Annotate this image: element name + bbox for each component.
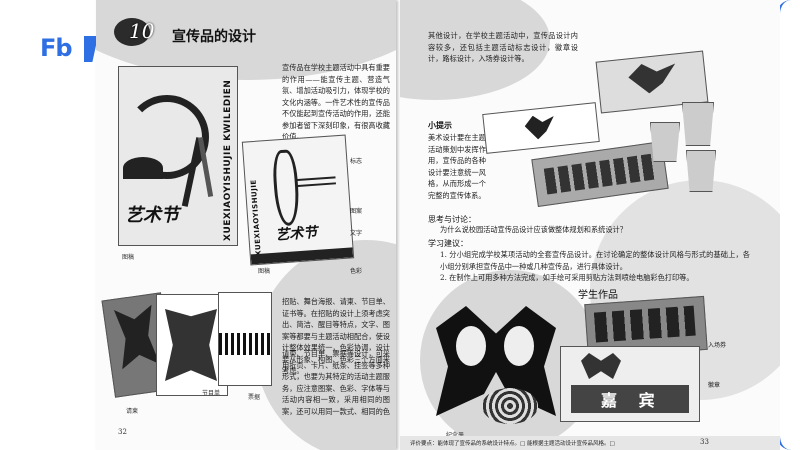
think-heading: 思考与讨论：	[428, 215, 476, 224]
tip-text: 美术设计要在主题活动策划中发挥作用，宣传品的各种设计要注意统一风格，从而形成一个…	[428, 133, 486, 200]
suggestion-1: 1. 分小组完成学校某项活动的全套宣传品设计。在讨论确定的整体设计风格与形式的基…	[440, 250, 750, 271]
ticket-caption: 票据	[248, 394, 261, 401]
student-work-label: 学生作品	[578, 290, 618, 301]
badge-nameplate	[571, 385, 689, 413]
entry-ticket	[482, 102, 600, 154]
horn-bell-illustration	[123, 157, 163, 179]
annotation-text: 文字	[350, 230, 363, 237]
poster-art-festival-2: XUEXIAOYISHUJIE 艺术节	[241, 134, 355, 266]
evaluation-footer: 评价要点：能体现了宣传品的系统设计特点。□ 能根据主题活动设计宣传品风格。□ 3…	[400, 436, 780, 450]
guitar-illustration	[271, 149, 301, 227]
poster2-title: 艺术节	[274, 224, 318, 244]
entry-pass-caption: 入场券	[708, 342, 727, 349]
page-number-left: 32	[118, 428, 127, 436]
poster1-caption: 图稿	[122, 254, 135, 261]
invitation-caption: 请柬	[126, 408, 139, 415]
annotation-pattern: 图案	[350, 208, 363, 215]
hand-logo	[524, 114, 556, 141]
intro-other-designs: 其他设计，在学校主题活动中，宣传品设计内容较多，还包括主题活动标志设计，徽章设计…	[428, 31, 578, 63]
chapter-title: 宣传品的设计	[172, 29, 256, 45]
banner-lettering	[543, 153, 657, 195]
think-text: 为什么说校园活动宣传品设计应该做整体规划和系统设计？	[440, 225, 627, 234]
suggestion-2: 2. 在制作上可用多种方法完成，如手绘可采用剪贴方法到喷绘电脑彩色打印等。	[440, 273, 694, 282]
guest-badge: 嘉 宾	[560, 346, 700, 422]
hand-logo	[627, 60, 678, 95]
poster-title: 艺术节	[125, 205, 179, 226]
piano-keys-illustration	[219, 333, 271, 355]
chapter-badge	[114, 18, 150, 46]
butterfly-shape	[581, 353, 621, 379]
poster2-vertical-text: XUEXIAOYISHUJIE	[249, 179, 263, 257]
butterfly-wing-spot	[504, 326, 534, 366]
poster-art-festival-1: XUEXIAOYISHUJIE KWILEDIEN 艺术节	[118, 66, 238, 246]
ticket	[218, 292, 272, 386]
flower-decoration	[482, 388, 538, 424]
right-page: 其他设计，在学校主题活动中，宣传品设计内容较多，还包括主题活动标志设计，徽章设计…	[400, 0, 780, 450]
annotation-color: 色彩	[350, 268, 363, 275]
paper-cup	[650, 122, 680, 162]
intro-paragraph: 宣传品在学校主题活动中具有重要的作用——能宣传主题、营造气氛、增加活动吸引力，体…	[282, 63, 390, 141]
left-page: 10 宣传品的设计 宣传品在学校主题活动中具有重要的作用——能宣传主题、营造气氛…	[96, 0, 396, 450]
horn-illustration	[125, 95, 209, 179]
chapter-number: 10	[129, 19, 155, 43]
slide-frame-right	[777, 0, 800, 450]
study-heading: 学习建议：	[428, 239, 468, 248]
annotation-logo: 标志	[350, 158, 363, 165]
badge-caption: 徽章	[708, 382, 721, 389]
page-number-right: 33	[700, 438, 709, 446]
butterfly-wing-spot	[456, 326, 486, 366]
brand-logo-text: Fb	[40, 34, 73, 62]
butterfly-shape	[165, 309, 217, 381]
paragraph-posters: 招贴、舞台海报、请柬、节目单、证书等。在招贴的设计上须考虑突出、简洁、醒目等特点…	[282, 297, 390, 375]
paper-cup	[682, 102, 714, 146]
paragraph-invitations: 请柬、节目单、票据等设计，可采用折页、卡片、纸条、挂签等多种形式，也要为其特定的…	[282, 349, 390, 416]
paper-cup	[686, 150, 716, 192]
evaluation-text: 评价要点：能体现了宣传品的系统设计特点。□ 能根据主题活动设计宣传品风格。□	[410, 441, 615, 447]
poster-vertical-text: XUEXIAOYISHUJIE KWILEDIEN	[223, 79, 233, 241]
program-caption: 节目单	[202, 390, 221, 397]
staff-line	[295, 176, 336, 182]
butterfly-shape	[114, 305, 160, 370]
badge-text: 嘉 宾	[601, 391, 663, 410]
staff-line	[295, 182, 336, 188]
card-lettering	[593, 305, 696, 343]
poster2-caption: 图稿	[258, 268, 271, 275]
tip-heading: 小提示	[428, 121, 452, 130]
memorial-book-caption: 纪念册	[446, 430, 464, 439]
brand-logo: Fb	[40, 34, 102, 64]
